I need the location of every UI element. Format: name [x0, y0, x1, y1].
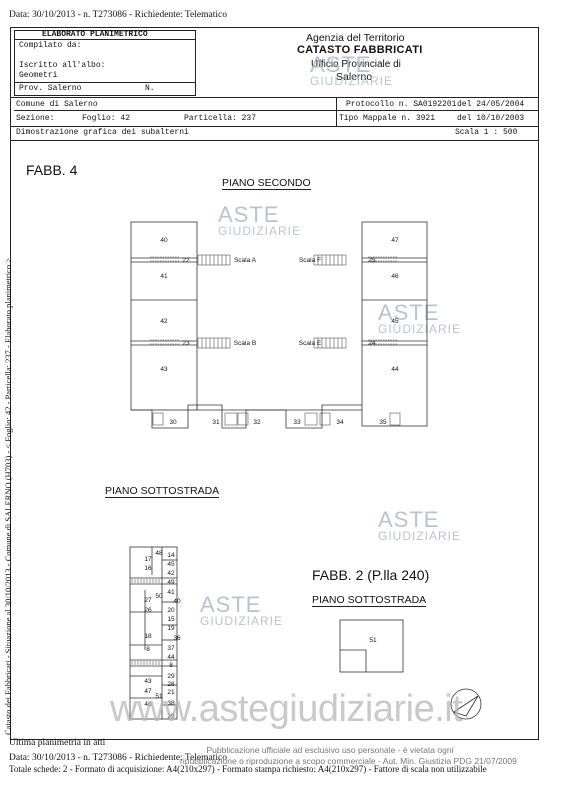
unit-label: 30: [169, 419, 177, 426]
unit-label: 47: [391, 237, 399, 244]
compilato-label: Compilato da:: [19, 41, 82, 50]
unit-label: 31: [212, 419, 220, 426]
unit-label: 45: [167, 561, 175, 568]
unit-label: 43: [160, 366, 168, 373]
unit-label: 34: [336, 419, 344, 426]
tipo-mappale: Tipo Mappale n. 3921: [339, 114, 436, 123]
fabb2-title: FABB. 2 (P.lla 240): [312, 567, 430, 583]
piano-secondo-title: PIANO SECONDO: [222, 177, 311, 190]
unit-label: 47: [144, 688, 152, 695]
iscritto-value: Geometri: [19, 71, 58, 80]
unit-label: 29: [167, 673, 175, 680]
unit-label: 27: [144, 597, 152, 604]
fabb4-title: FABB. 4: [26, 162, 78, 178]
comune: Comune di Salerno: [16, 100, 98, 109]
unit-label: 48: [155, 550, 163, 557]
unit-label: 8: [169, 662, 173, 669]
agency-catasto: CATASTO FABBRICATI: [297, 44, 423, 56]
footer-totale: Totale schede: 2 - Formato di acquisizio…: [9, 764, 487, 774]
unit-label: 15: [167, 616, 175, 623]
unit-label: 16: [144, 565, 152, 572]
piano-sottostrada-2-title: PIANO SOTTOSTRADA: [312, 594, 427, 607]
scala: Scala 1 : 500: [455, 128, 518, 137]
unit-label: 49: [167, 579, 175, 586]
unit-label: 51: [155, 693, 163, 700]
top-date-line: Data: 30/10/2013 - n. T273086 - Richiede…: [9, 10, 227, 20]
unit-label: 19: [167, 625, 175, 632]
unit-label: 20: [167, 607, 175, 614]
dimostrazione: Dimostrazione grafica dei subalterni: [16, 128, 189, 137]
unit-label: 22: [182, 257, 190, 264]
unit-label: 14: [167, 552, 175, 559]
unit-label: 41: [167, 589, 175, 596]
unit-label: 21: [167, 689, 175, 696]
compiler-box: [14, 30, 196, 96]
tipo-mappale-date: del 10/10/2003: [457, 114, 525, 123]
stair-label: Scala F: [299, 257, 321, 264]
publication-line: ripubblicazione o riproduzione a scopo c…: [180, 756, 517, 766]
publication-line: Pubblicazione ufficiale ad esclusivo uso…: [206, 745, 454, 755]
agency-name: Agenzia del Territorio: [306, 32, 405, 44]
prov-label: Prov. Salerno: [19, 84, 82, 93]
unit-label: 26: [144, 607, 152, 614]
n-label: N.: [145, 84, 155, 93]
particella: Particella: 237: [184, 114, 257, 123]
ultima-planimetria: Ultima planimetria in atti: [9, 738, 106, 748]
unit-label: 38: [167, 700, 175, 707]
unit-label: 33: [293, 419, 301, 426]
unit-label: 40: [173, 598, 181, 605]
unit-label: 25: [368, 257, 376, 264]
unit-label: 39: [167, 713, 175, 720]
unit-label: 43: [144, 678, 152, 685]
piano-sottostrada-title: PIANO SOTTOSTRADA: [105, 485, 220, 498]
stair-label: Scala A: [234, 257, 257, 264]
publication-notice: Pubblicazione ufficiale ad esclusivo uso…: [180, 745, 517, 767]
drawing-frame: [10, 139, 539, 740]
footer-date-line: Data: 30/10/2013 - n. T273086 - Richiede…: [9, 753, 227, 763]
unit-label: 40: [160, 237, 168, 244]
unit-label: 36: [173, 635, 181, 642]
stair-label: Scala B: [234, 340, 256, 347]
unit-label: 8: [146, 646, 150, 653]
unit-label: 35: [379, 419, 387, 426]
stair-label: Scala E: [299, 340, 322, 347]
unit-label: 37: [167, 645, 175, 652]
agency-city: Salerno: [336, 71, 373, 83]
unit-label: 41: [160, 273, 168, 280]
protocollo-date: del 24/05/2004: [457, 100, 525, 109]
unit-label: 28: [167, 681, 175, 688]
iscritto-label: Iscritto all'albo:: [19, 61, 106, 70]
unit-label: 18: [144, 633, 152, 640]
unit-label: 42: [167, 570, 175, 577]
watermark-url: www.astegiudiziarie.it: [110, 688, 463, 730]
unit-label: 46: [144, 701, 152, 708]
sezione-label: Sezione:: [16, 114, 55, 123]
unit-label: 42: [160, 318, 168, 325]
unit-label: 32: [253, 419, 261, 426]
unit-label: 23: [182, 340, 190, 347]
unit-label: 44: [167, 654, 175, 661]
unit-label: 44: [391, 366, 399, 373]
unit-label: 24: [368, 340, 376, 347]
protocollo: Protocollo n. SA0192201: [346, 100, 457, 109]
foglio: Foglio: 42: [82, 114, 131, 123]
unit-label: 46: [391, 273, 399, 280]
agency-ufficio: Ufficio Provinciale di: [311, 59, 401, 70]
unit-label: 50: [155, 593, 163, 600]
form-title: ELABORATO PLANIMETRICO: [42, 30, 148, 39]
unit-label: 51: [369, 637, 377, 644]
unit-label: 45: [391, 318, 399, 325]
header-frame: [10, 27, 539, 141]
unit-label: 17: [144, 556, 152, 563]
